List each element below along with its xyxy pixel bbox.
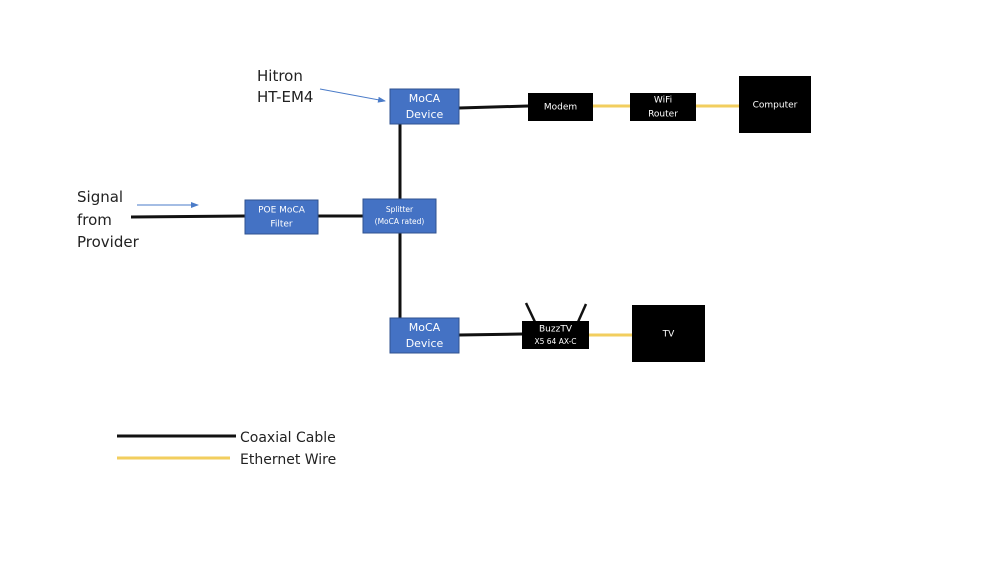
- signal-label-line1: Signal: [77, 188, 123, 206]
- legend: Coaxial Cable Ethernet Wire: [117, 430, 336, 468]
- signal-label-line3: Provider: [77, 233, 140, 251]
- hitron-label-line2: HT-EM4: [257, 88, 313, 106]
- splitter-line1: Splitter: [386, 205, 414, 214]
- moca-top-line2: Device: [406, 108, 444, 121]
- node-poe-filter: POE MoCA Filter: [244, 199, 319, 235]
- poe-filter-line2: Filter: [270, 220, 293, 230]
- router-line1: WiFi: [654, 96, 672, 106]
- buzztv-line1: BuzzTV: [539, 325, 573, 335]
- router-line2: Router: [648, 110, 678, 120]
- coax-moca-top-to-modem: [458, 104, 529, 110]
- hitron-annotation: Hitron HT-EM4: [257, 67, 386, 106]
- hitron-label-line1: Hitron: [257, 67, 303, 85]
- node-moca-device-bottom: MoCA Device: [389, 317, 460, 354]
- moca-bottom-line2: Device: [406, 337, 444, 350]
- coax-moca-bottom-to-buzztv: [458, 332, 523, 337]
- node-buzztv: BuzzTV X5 64 AX-C: [522, 302, 589, 349]
- node-splitter: Splitter (MoCA rated): [362, 198, 437, 234]
- buzztv-line2: X5 64 AX-C: [534, 337, 576, 346]
- coax-provider-to-filter: [130, 214, 246, 219]
- node-moca-device-top: MoCA Device: [389, 88, 460, 125]
- legend-label-coax: Coaxial Cable: [240, 430, 336, 446]
- splitter-line2: (MoCA rated): [375, 217, 425, 226]
- node-tv: TV: [632, 305, 705, 362]
- ethernet-connections: [589, 104, 739, 337]
- modem-label: Modem: [544, 103, 577, 113]
- hitron-arrow-icon: [319, 88, 386, 103]
- antenna-left-icon: [524, 302, 537, 323]
- node-wifi-router: WiFi Router: [630, 93, 696, 121]
- antenna-right-icon: [576, 303, 588, 323]
- node-modem: Modem: [528, 93, 593, 121]
- poe-filter-line1: POE MoCA: [258, 206, 306, 216]
- legend-label-ethernet: Ethernet Wire: [240, 452, 336, 468]
- moca-top-line1: MoCA: [409, 92, 441, 105]
- moca-bottom-line1: MoCA: [409, 321, 441, 334]
- node-computer: Computer: [739, 76, 811, 133]
- coax-connections: [130, 104, 529, 337]
- tv-label: TV: [662, 330, 675, 340]
- signal-annotation: Signal from Provider: [77, 188, 199, 251]
- signal-label-line2: from: [77, 211, 112, 229]
- computer-label: Computer: [753, 101, 798, 111]
